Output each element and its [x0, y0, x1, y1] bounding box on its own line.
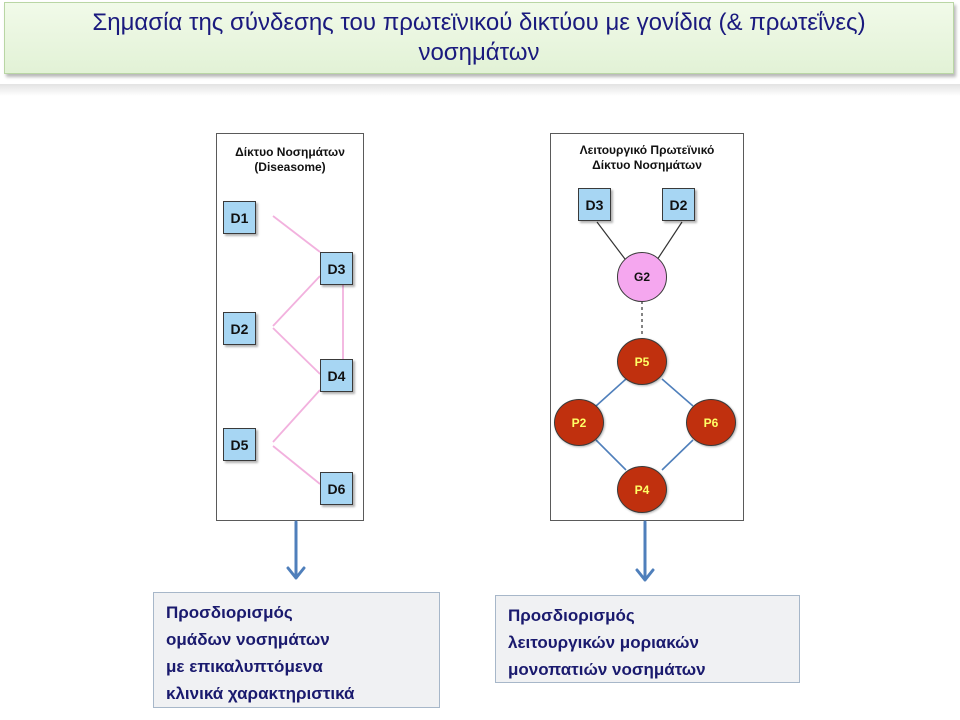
- protein-node-p2: P2: [554, 399, 604, 446]
- disease-node-d4: D4: [320, 359, 353, 392]
- disease-node-d6: D6: [320, 472, 353, 505]
- protein-node-p5: P5: [617, 338, 667, 385]
- right-result-box: Προσδιορισμός λειτουργικών μοριακών μονο…: [495, 595, 800, 683]
- disease-node-d1: D1: [223, 201, 256, 234]
- protein-network-panel: Λειτουργικό Πρωτεϊνικό Δίκτυο Νοσημάτων: [550, 133, 744, 521]
- slide-title: Σημασία της σύνδεσης του πρωτεϊνικού δικ…: [92, 9, 866, 66]
- disease-node-d3-right: D3: [578, 188, 611, 221]
- disease-node-d2-right: D2: [662, 188, 695, 221]
- disease-node-d2: D2: [223, 312, 256, 345]
- down-arrows: [286, 520, 655, 582]
- header-divider: [0, 84, 960, 96]
- gene-node-g2: G2: [617, 252, 667, 302]
- left-down-arrow: [286, 520, 306, 580]
- disease-node-d3: D3: [320, 252, 353, 285]
- protein-node-p4: P4: [617, 466, 667, 513]
- title-banner: Σημασία της σύνδεσης του πρωτεϊνικού δικ…: [4, 2, 954, 74]
- left-result-box: Προσδιορισμός ομάδων νοσημάτων με επικαλ…: [153, 592, 440, 708]
- disease-node-d5: D5: [223, 428, 256, 461]
- protein-node-p6: P6: [686, 399, 736, 446]
- diseasome-panel-title: Δίκτυο Νοσημάτων (Diseasome): [235, 145, 345, 174]
- right-down-arrow: [635, 520, 655, 582]
- protein-network-panel-title: Λειτουργικό Πρωτεϊνικό Δίκτυο Νοσημάτων: [579, 143, 715, 172]
